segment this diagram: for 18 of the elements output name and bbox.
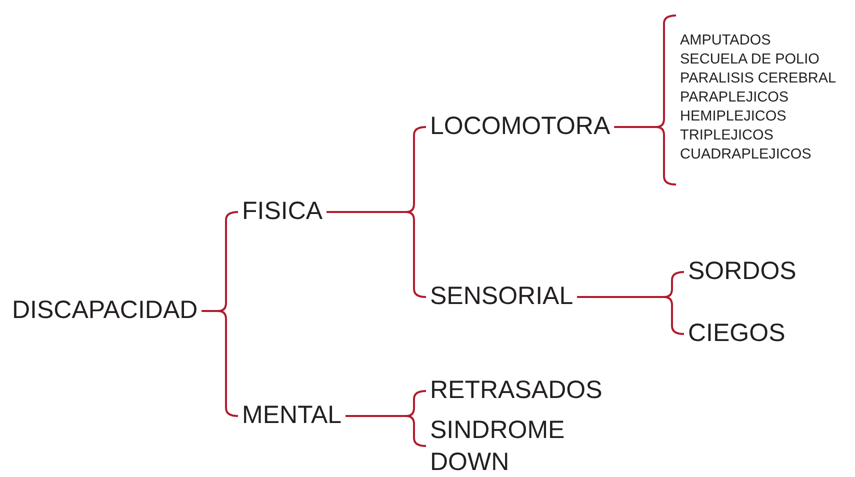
category-label: SENSORIAL — [430, 280, 574, 314]
category-label: FISICA — [242, 195, 323, 229]
category-label: SORDOS — [688, 255, 796, 289]
list-item: AMPUTADOS — [680, 32, 772, 51]
list-item: CUADRAPLEJICOS — [680, 145, 812, 164]
curly-brace — [346, 415, 426, 447]
category-label: DISCAPACIDAD — [12, 294, 198, 328]
list-item: SECUELA DE POLIO — [680, 50, 820, 70]
category-label: SINDROME DOWN — [430, 414, 590, 477]
list-item: HEMIPLEJICOS — [680, 108, 788, 126]
list-item: PARAPLEJICOS — [680, 88, 790, 108]
curly-brace — [613, 14, 677, 186]
list-item: TRIPLEJICOS — [680, 126, 774, 146]
list-item: PARALISIS CEREBRAL — [680, 70, 836, 88]
category-label: CIEGOS — [688, 317, 786, 351]
category-label: RETRASADOS — [430, 374, 602, 408]
category-label: MENTAL — [242, 399, 342, 433]
category-label: LOCOMOTORA — [430, 110, 610, 144]
